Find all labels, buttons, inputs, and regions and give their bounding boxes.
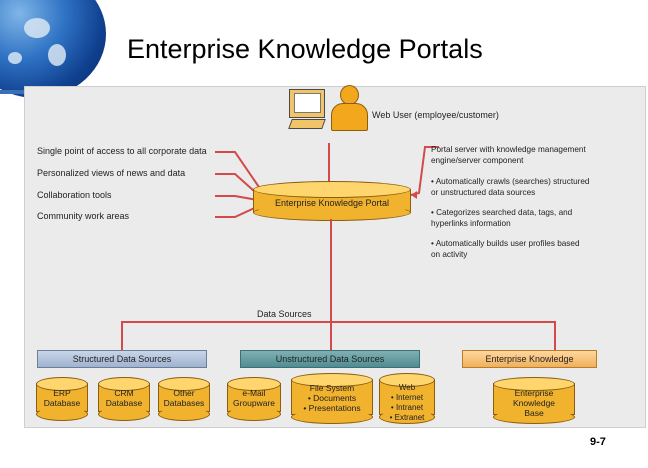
data-sources-left-drop <box>121 321 123 350</box>
structured-data-sources: Structured Data Sources <box>37 350 207 368</box>
feature-single-access: Single point of access to all corporate … <box>37 146 207 156</box>
server-bullet-profiles: • Automatically builds user profiles bas… <box>431 239 580 259</box>
user-portal-connector <box>328 143 330 185</box>
portal-data-connector <box>330 219 332 321</box>
feature-community-work-areas: Community work areas <box>37 211 130 221</box>
data-sources-horizontal <box>121 321 554 323</box>
user-icon <box>330 85 368 133</box>
portal-diagram: Web User (employee/customer) Single poin… <box>24 85 646 428</box>
data-sources-label: Data Sources <box>257 309 312 319</box>
server-bracket <box>410 146 439 199</box>
web-sources-label: Web• Internet• Intranet• Extranet <box>389 383 425 422</box>
portal-label: Enterprise Knowledge Portal <box>274 198 390 208</box>
server-bullet-crawls: • Automatically crawls (searches) struct… <box>431 177 590 197</box>
data-sources-right-drop <box>554 321 556 350</box>
file-system-label: File System• Documents• Presentations <box>303 383 361 413</box>
feature-personalized-views: Personalized views of news and data <box>37 168 186 178</box>
web-sources: Web• Internet• Intranet• Extranet <box>379 373 435 424</box>
page-number: 9-7 <box>590 436 606 448</box>
globe-logo <box>0 0 106 98</box>
feature-collaboration-tools: Collaboration tools <box>37 190 112 200</box>
data-sources-center-drop <box>330 321 332 350</box>
file-system: File System• Documents• Presentations <box>291 373 373 424</box>
page-title: Enterprise Knowledge Portals <box>127 34 483 64</box>
unstructured-data-sources: Unstructured Data Sources <box>240 350 420 368</box>
enterprise-knowledge: Enterprise Knowledge <box>462 350 597 368</box>
web-user-label: Web User (employee/customer) <box>372 110 499 120</box>
enterprise-knowledge-portal: Enterprise Knowledge Portal <box>253 181 411 221</box>
server-bullet-categorizes: • Categorizes searched data, tags, and h… <box>431 208 573 228</box>
computer-icon <box>288 89 329 129</box>
server-description: Portal server with knowledge management … <box>431 145 586 165</box>
